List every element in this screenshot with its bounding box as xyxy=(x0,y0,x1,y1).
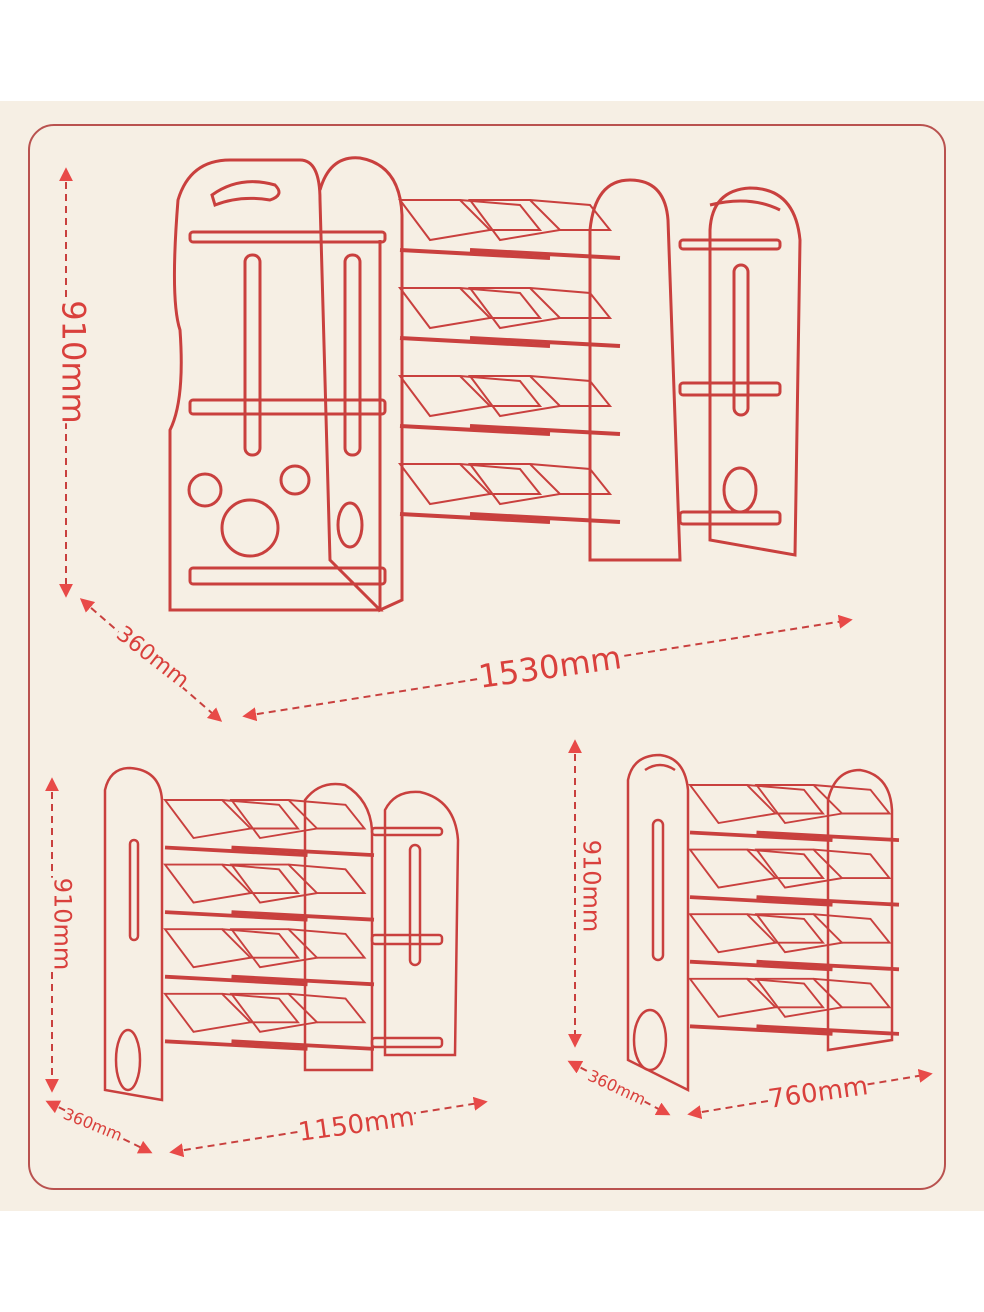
medium-height-label: 910mm xyxy=(48,877,77,971)
medium-shelf-illustration xyxy=(103,766,460,1102)
large-unit-bins xyxy=(398,198,622,524)
small-unit-bins xyxy=(688,783,901,1036)
rounded-frame xyxy=(28,124,946,1190)
medium-unit-bins xyxy=(163,798,376,1051)
large-shelf-illustration xyxy=(168,156,802,613)
large-height-label: 910mm xyxy=(54,300,93,424)
small-shelf-illustration xyxy=(626,753,894,1093)
small-height-label: 910mm xyxy=(577,839,606,933)
small-depth-arrow xyxy=(567,1060,671,1116)
large-depth-arrow xyxy=(79,598,223,722)
